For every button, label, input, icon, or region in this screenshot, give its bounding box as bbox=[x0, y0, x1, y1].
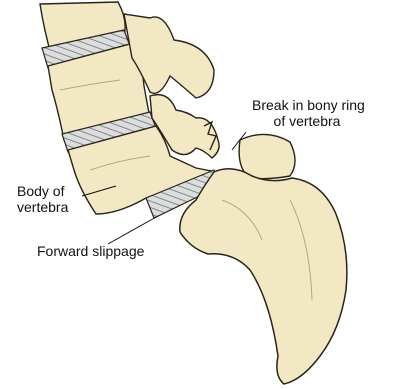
label-body-line1: Body of bbox=[17, 183, 68, 199]
label-break-in-bony-ring: Break in bony ring of vertebra bbox=[252, 97, 362, 129]
sacrum bbox=[180, 169, 347, 384]
label-body-of-vertebra: Body of vertebra bbox=[17, 183, 68, 215]
label-forward-slippage: Forward slippage bbox=[37, 243, 144, 259]
slippage-pointer-line bbox=[108, 216, 158, 244]
label-body-line2: vertebra bbox=[17, 199, 68, 215]
label-break-line1: Break in bony ring bbox=[252, 97, 362, 113]
label-break-line2: of vertebra bbox=[252, 113, 362, 129]
detached-lamina-fragment bbox=[239, 134, 295, 178]
